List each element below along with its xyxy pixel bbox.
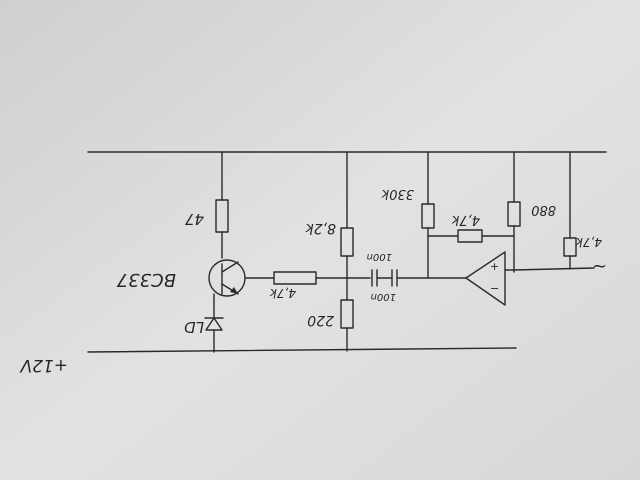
opamp-plus-label: + (490, 260, 499, 273)
coupling-capacitors (371, 269, 467, 287)
transistor-label: BC337 (116, 269, 176, 290)
opamp-triangle (465, 251, 506, 306)
r47-label: 47 (184, 210, 204, 228)
feedback-label: 4,7k (451, 212, 480, 227)
output-symbol: ~ (592, 256, 607, 277)
opamp-supply-branch (507, 151, 521, 273)
transistor-branch (204, 151, 275, 353)
divider-top-label: 8,2k (305, 220, 336, 236)
bottom-rail (87, 347, 517, 353)
output-branch (513, 151, 595, 271)
led-label: LD (184, 318, 204, 336)
r880-label: 880 (531, 202, 556, 217)
opamp-minus-label: − (490, 282, 499, 295)
cap-bottom-label: 100n (371, 291, 396, 302)
supply-label: +12V (19, 355, 68, 375)
transistor-arrow (230, 287, 238, 294)
r330k-label: 330k (381, 186, 414, 201)
output-resistor-label: 4,7k (575, 235, 602, 249)
transistor-collector (221, 261, 239, 273)
divider-branch (340, 151, 354, 352)
wire-output (513, 267, 595, 271)
cap-top-label: 100n (367, 251, 392, 262)
opamp-bias-network (421, 151, 515, 279)
base-resistor-label: 4,7k (269, 286, 296, 300)
divider-bottom-label: 220 (307, 312, 334, 328)
opamp (465, 251, 515, 306)
